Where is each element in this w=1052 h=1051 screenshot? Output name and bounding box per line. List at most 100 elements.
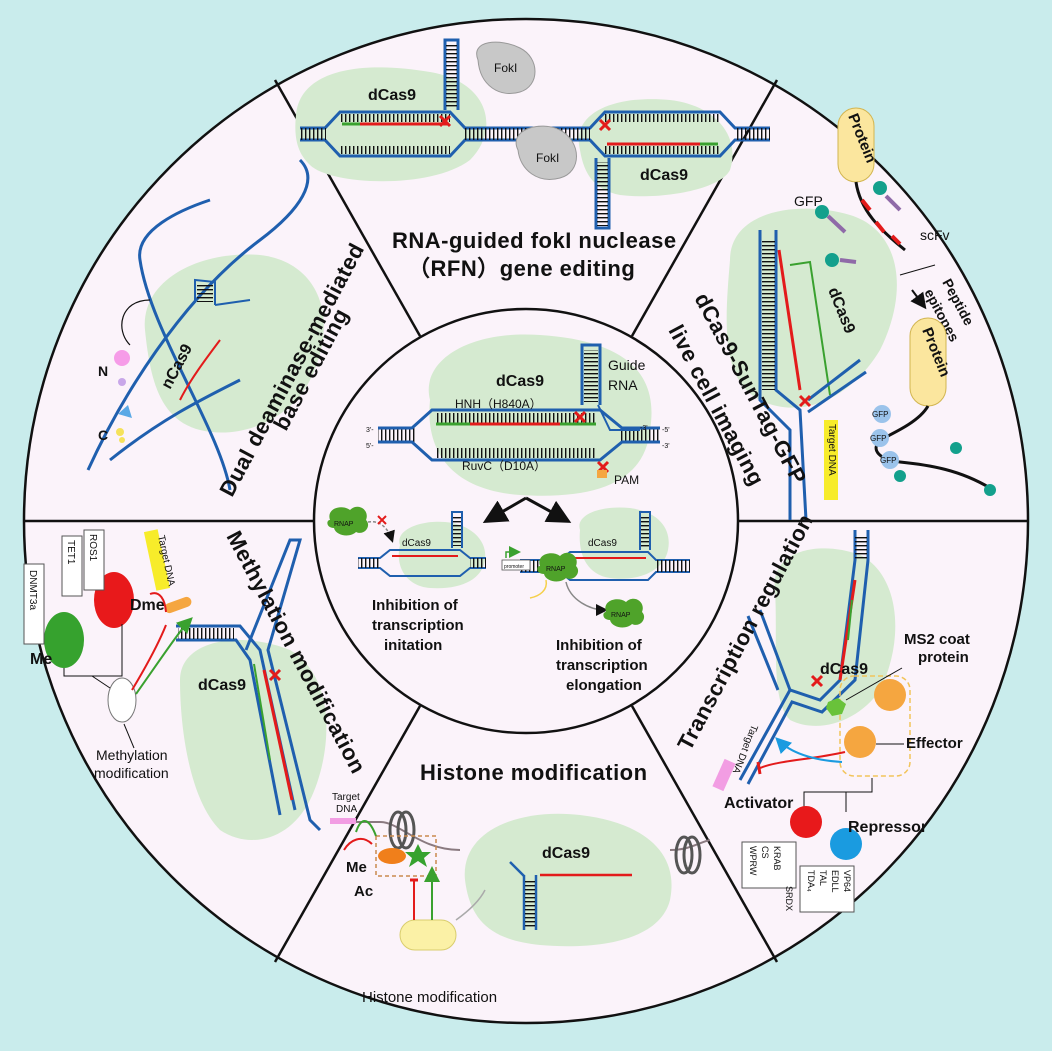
activators-list-box: [799, 865, 855, 913]
rnap-released-icon: [603, 598, 645, 628]
dnmt3a-label: DNMT3a: [27, 570, 38, 610]
prime3-left: 3'-: [366, 427, 374, 434]
methylation-caption-2: modification: [94, 765, 169, 781]
activator-icon: [790, 806, 822, 838]
histone-box: [375, 835, 437, 877]
rnap-bound-label: RNAP: [546, 566, 566, 573]
me-mark-icon: [378, 848, 406, 864]
tet1-label: TET1: [65, 540, 76, 565]
methylation-target-icon: [107, 677, 137, 723]
gfp-bound-3: GFP: [880, 456, 896, 465]
promoter-label: promoter: [504, 564, 524, 570]
scfv-label: scFv: [920, 227, 950, 243]
hnh-label: HNH（H840A）: [455, 397, 542, 411]
gfp-bound-1: GFP: [872, 410, 888, 419]
left-caption-2: transcription: [372, 617, 464, 634]
rnap-left-icon: [327, 506, 369, 536]
guide-rna-label-2: RNA: [608, 377, 638, 393]
guide-rna-label-1: Guide: [608, 357, 646, 373]
top-title-2: （RFN）gene editing: [408, 256, 635, 281]
ms2-box: [839, 675, 911, 777]
activator-name-1: VP64: [842, 870, 852, 892]
rnap-left-label: RNAP: [334, 521, 354, 528]
repressors-list-box: [741, 841, 797, 889]
effector-icon-2: [844, 726, 876, 758]
histone-caption: Histone modification: [362, 989, 497, 1006]
sector-dividers: [24, 79, 1028, 963]
bottom-right-panel: Target DNA MS2 coat protein dCas9 Effect…: [672, 510, 970, 913]
left-caption-1: Inhibition of: [372, 597, 459, 614]
histone-dna-label: DNA: [336, 804, 357, 815]
prime5-left: 5'-: [366, 443, 374, 450]
ruvc-label: RuvC（D10A）: [462, 459, 546, 473]
ms2-label-2: protein: [918, 649, 969, 666]
histone-writer-icon: [399, 919, 457, 951]
histone-me-label: Me: [346, 859, 367, 876]
tet1-box: [61, 535, 83, 597]
right-caption-2: transcription: [556, 657, 648, 674]
right-caption-3: elongation: [566, 677, 642, 694]
rnap-bound-icon: [537, 552, 579, 582]
dnmt3a-box: [23, 563, 45, 645]
repressor-name-2: KRAB: [772, 846, 782, 871]
activator-name-4: TDA₄: [806, 870, 816, 892]
bottom-title: Histone modification: [420, 760, 648, 785]
repressor-label: Repressor: [848, 819, 927, 836]
target-dna-label: Target DNA: [826, 424, 837, 476]
top-panel: FokI FokI dCas9 dCas9 RNA-guided fokI nu…: [295, 38, 770, 281]
bl-dcas9-label: dCas9: [198, 677, 246, 694]
deaminase-n-icon: [114, 350, 130, 366]
bottom-panel: Target DNA Me Ac dCas9 Histone modificat…: [330, 760, 711, 1006]
ms2-label-1: MS2 coat: [904, 631, 970, 648]
foki-top-icon: [476, 41, 536, 94]
gfp-label: GFP: [794, 193, 823, 209]
center-panel: dCas9 Guide RNA HNH（H840A） RuvC（D10A） PA…: [327, 334, 690, 694]
ac-mark-icon: [405, 844, 431, 867]
c-terminus-label: C: [98, 427, 108, 443]
prime3-right: -3': [662, 443, 670, 450]
bottom-dcas9-label: dCas9: [542, 845, 590, 862]
histone-target-label: Target: [332, 792, 360, 803]
rnap-released-label: RNAP: [611, 612, 631, 619]
br-dcas9-label: dCas9: [820, 661, 868, 678]
foki-bottom-icon: [515, 125, 577, 180]
left-caption-3: initation: [384, 637, 442, 654]
foki-bottom-label: FokI: [536, 151, 559, 165]
right-caption-1: Inhibition of: [556, 637, 643, 654]
histone-ac-label: Ac: [354, 883, 373, 900]
center-left-dcas9: dCas9: [402, 538, 431, 549]
gfp-bound-2: GFP: [870, 434, 886, 443]
target-dna-highlight: [824, 420, 838, 500]
activator-name-2: EDLL: [830, 870, 840, 893]
activator-label: Activator: [724, 795, 793, 812]
dme-label: Dme: [130, 597, 165, 614]
repressor-name-1: SRDX: [784, 886, 794, 911]
prime3-guide: -3': [640, 425, 648, 432]
gfp-icon: [815, 205, 829, 219]
ms2-coat-icon: [826, 698, 846, 716]
center-dcas9-label: dCas9: [496, 373, 544, 390]
bl-target-dna-highlight: [143, 529, 171, 591]
me-label: Me: [30, 651, 52, 668]
deaminase-c-icon: [118, 405, 132, 418]
methylation-caption-1: Methylation: [96, 747, 168, 763]
top-dcas9-right: dCas9: [640, 167, 688, 184]
top-dcas9-left: dCas9: [368, 87, 416, 104]
ros1-box: [83, 529, 105, 591]
repressor-icon: [830, 828, 862, 860]
center-right-dcas9: dCas9: [588, 538, 617, 549]
effector-icon-1: [874, 679, 906, 711]
ros1-label: ROS1: [87, 534, 98, 562]
n-terminus-label: N: [98, 363, 108, 379]
pam-label: PAM: [614, 473, 639, 487]
effector-label: Effector: [906, 735, 963, 752]
top-title-1: RNA-guided fokI nuclease: [392, 228, 677, 253]
prime5-right: -5': [662, 427, 670, 434]
activator-name-3: TAL: [818, 870, 828, 886]
me-enzyme-icon: [44, 612, 84, 668]
repressor-name-4: WPRW: [748, 846, 758, 876]
promoter-box: [501, 559, 531, 571]
foki-top-label: FokI: [494, 61, 517, 75]
